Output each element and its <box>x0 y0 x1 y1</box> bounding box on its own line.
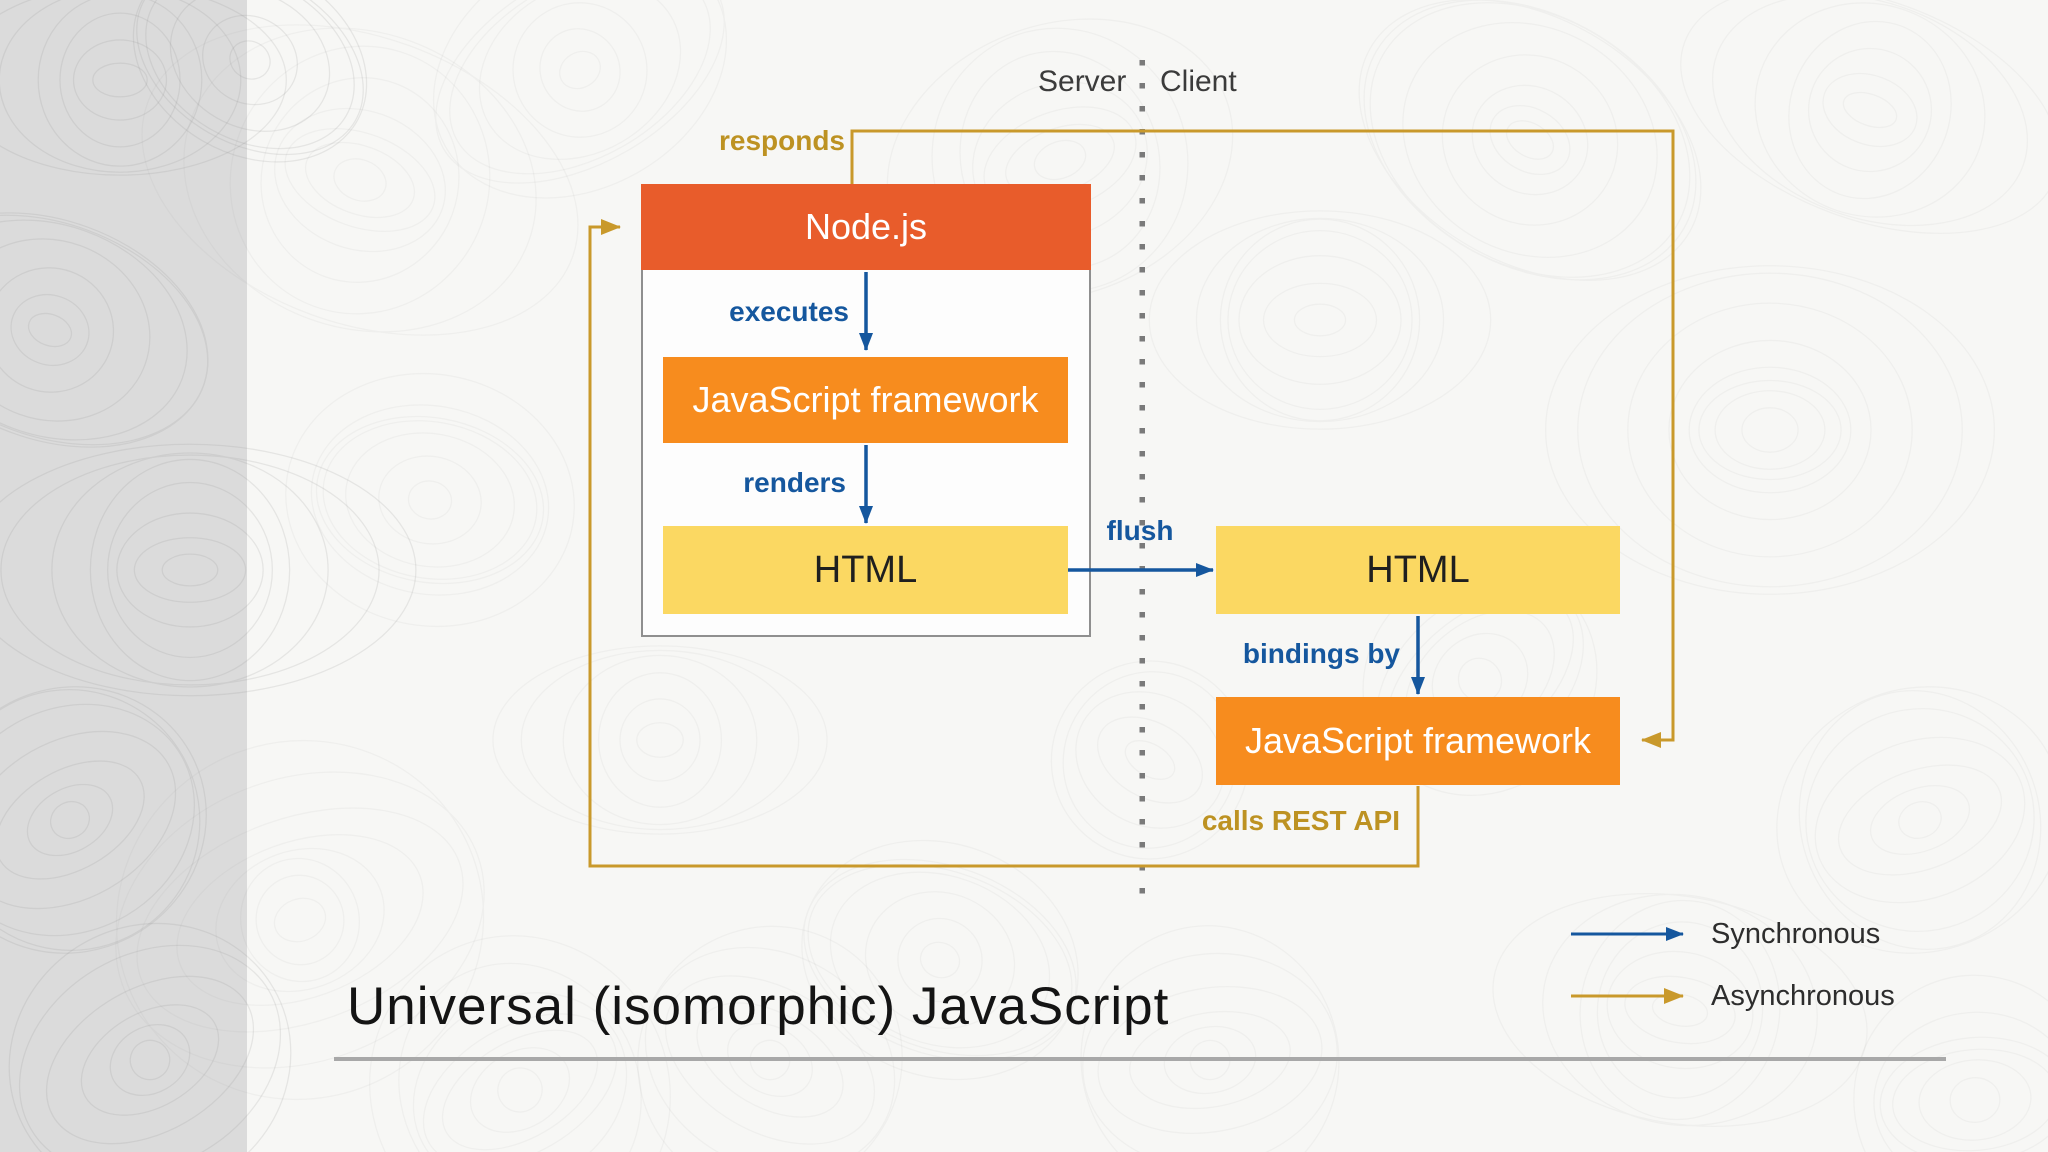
server-js-framework-box: JavaScript framework <box>663 357 1068 443</box>
bindings-by-label: bindings by <box>1242 638 1400 669</box>
client-zone-label: Client <box>1160 65 1237 98</box>
executes-label: executes <box>729 296 849 327</box>
async-responds-path <box>850 129 1675 748</box>
flush-label: flush <box>1106 515 1174 546</box>
nodejs-box: Node.js <box>641 184 1091 270</box>
server-client-divider-dotted-line <box>1139 60 1145 894</box>
server-html-box: HTML <box>663 526 1068 614</box>
legend-asynchronous-label: Asynchronous <box>1711 980 1895 1012</box>
slide-title: Universal (isomorphic) JavaScript <box>347 977 1170 1036</box>
calls-rest-api-label: calls REST API <box>1201 805 1400 836</box>
server-zone-label: Server <box>1038 65 1127 98</box>
left-gray-band <box>0 0 247 1152</box>
client-js-framework-box: JavaScript framework <box>1216 697 1620 785</box>
async-calls-rest-api-path <box>588 219 1420 868</box>
responds-label: responds <box>718 125 845 156</box>
title-underline <box>334 1057 1946 1061</box>
client-html-box: HTML <box>1216 526 1620 614</box>
renders-label: renders <box>743 467 846 498</box>
legend-synchronous-label: Synchronous <box>1711 918 1881 950</box>
